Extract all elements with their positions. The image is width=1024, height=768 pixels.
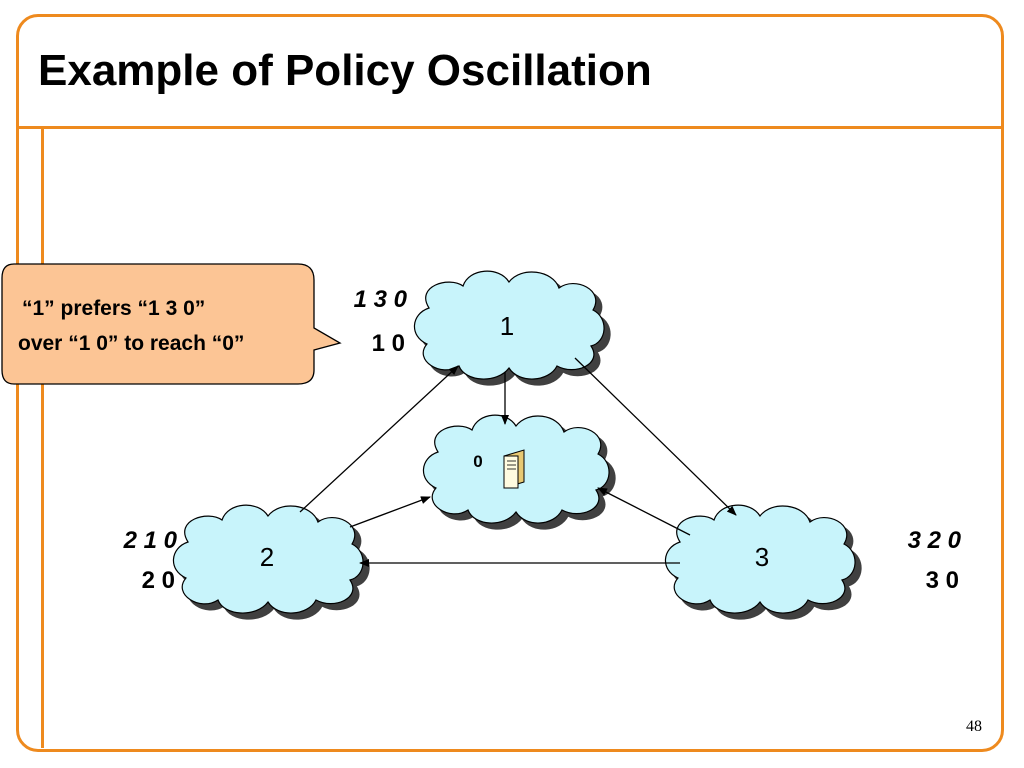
- title-divider: [16, 126, 1004, 129]
- node-1-fallback-path: 1 0: [372, 330, 405, 357]
- callout-bubble: [1, 263, 342, 385]
- node-2-preferred-path: 2 1 0: [123, 527, 178, 554]
- node-3-fallback-path: 3 0: [926, 567, 959, 594]
- cloud-node-3: [664, 504, 856, 614]
- node-2-fallback-path: 2 0: [142, 567, 175, 594]
- node-3-preferred-path: 3 2 0: [908, 527, 962, 554]
- left-divider: [41, 128, 44, 748]
- node-1-label: 1: [500, 311, 514, 341]
- node-1-preferred-path: 1 3 0: [354, 286, 408, 313]
- callout-line-2: over “1 0” to reach “0”: [18, 332, 244, 355]
- cloud-node-2: [172, 504, 364, 614]
- edge-1-to-3: [574, 357, 737, 516]
- callout-line-1: “1” prefers “1 3 0”: [22, 297, 205, 320]
- node-0-label: 0: [473, 452, 482, 471]
- slide-title: Example of Policy Oscillation: [38, 46, 652, 95]
- edge-2-to-0: [349, 496, 431, 528]
- edge-3-to-0: [597, 487, 691, 536]
- page-number: 48: [966, 718, 982, 735]
- node-3-label: 3: [755, 542, 769, 572]
- node-2-label: 2: [260, 542, 274, 572]
- server-icon: [503, 449, 525, 489]
- cloud-node-1: [413, 270, 605, 380]
- edge-2-to-1: [299, 365, 459, 513]
